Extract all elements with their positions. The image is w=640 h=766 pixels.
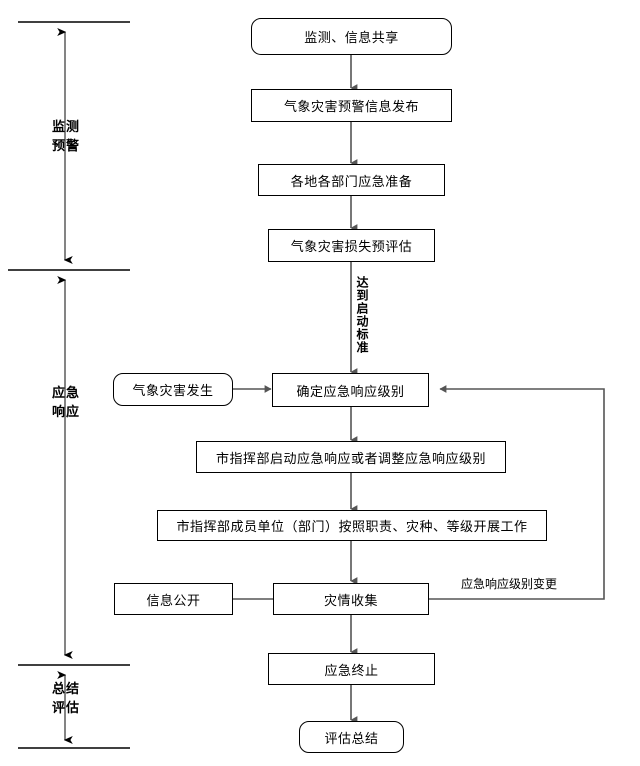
phase-label-monitoring-line2: 预警 bbox=[51, 139, 80, 154]
node-loss-preassessment-label: 气象灾害损失预评估 bbox=[290, 240, 413, 255]
node-determine-level[interactable]: 确定应急响应级别 bbox=[272, 373, 429, 407]
node-city-hq-activate[interactable]: 市指挥部启动应急响应或者调整应急响应级别 bbox=[196, 441, 506, 473]
node-info-disclosure[interactable]: 信息公开 bbox=[114, 583, 233, 615]
phase-label-summary: 总结 评估 bbox=[40, 680, 92, 718]
node-member-units-work[interactable]: 市指挥部成员单位（部门）按照职责、灾种、等级开展工作 bbox=[157, 510, 547, 541]
lateral-connectors bbox=[233, 385, 273, 600]
phase-label-summary-line1: 总结 bbox=[51, 682, 80, 697]
node-disaster-occurs[interactable]: 气象灾害发生 bbox=[113, 373, 233, 406]
phase-label-response: 应急 响应 bbox=[40, 384, 92, 422]
node-emergency-termination[interactable]: 应急终止 bbox=[268, 653, 435, 685]
phase-label-response-line2: 响应 bbox=[51, 405, 80, 420]
phase-label-summary-line2: 评估 bbox=[51, 701, 80, 716]
node-disaster-occurs-label: 气象灾害发生 bbox=[132, 384, 214, 399]
node-member-units-work-label: 市指挥部成员单位（部门）按照职责、灾种、等级开展工作 bbox=[176, 520, 528, 535]
edge-label-level-change: 应急响应级别变更 bbox=[459, 575, 560, 592]
phase-label-monitoring-line1: 监测 bbox=[51, 120, 80, 135]
node-info-disclosure-label: 信息公开 bbox=[146, 593, 201, 609]
node-disaster-collection-label: 灾情收集 bbox=[323, 593, 378, 609]
phase-label-monitoring: 监测 预警 bbox=[40, 118, 92, 156]
node-disaster-collection[interactable]: 灾情收集 bbox=[273, 583, 429, 615]
node-emergency-termination-label: 应急终止 bbox=[324, 663, 379, 679]
node-city-hq-activate-label: 市指挥部启动应急响应或者调整应急响应级别 bbox=[215, 451, 486, 467]
node-department-prep-label: 各地各部门应急准备 bbox=[290, 174, 413, 190]
node-determine-level-label: 确定应急响应级别 bbox=[296, 384, 405, 400]
phase-label-response-line1: 应急 bbox=[51, 386, 80, 401]
phase-axis-rules bbox=[8, 21, 130, 749]
feedback-loop-level-change bbox=[429, 385, 605, 600]
node-monitoring-sharing-label: 监测、信息共享 bbox=[304, 31, 399, 46]
node-department-prep[interactable]: 各地各部门应急准备 bbox=[258, 164, 445, 196]
node-monitoring-sharing[interactable]: 监测、信息共享 bbox=[251, 18, 452, 55]
feedback-loop-path bbox=[429, 385, 605, 600]
node-warning-release-label: 气象灾害预警信息发布 bbox=[283, 100, 419, 115]
node-assessment-summary[interactable]: 评估总结 bbox=[299, 721, 404, 753]
edge-label-activation-standard: 达到启动标准 bbox=[355, 274, 369, 356]
node-loss-preassessment[interactable]: 气象灾害损失预评估 bbox=[268, 229, 435, 262]
node-assessment-summary-label: 评估总结 bbox=[324, 731, 379, 747]
node-warning-release[interactable]: 气象灾害预警信息发布 bbox=[251, 89, 452, 122]
